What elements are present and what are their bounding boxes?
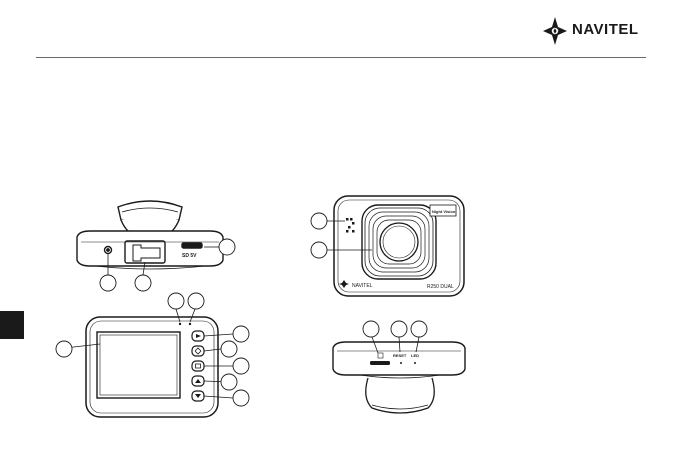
side-reset-label: RESET [393,353,407,358]
front-badge-label: Night Vision [432,209,456,214]
bottom-view-figure [77,201,235,291]
back-view-figure [56,293,249,417]
front-model-label: R250 DUAL [427,284,454,290]
bottom-port-label: SD 5V [182,253,197,259]
side-view-figure [333,321,465,413]
side-led-label: LED [411,353,419,358]
front-brand-label: NAVITEL [352,283,373,289]
